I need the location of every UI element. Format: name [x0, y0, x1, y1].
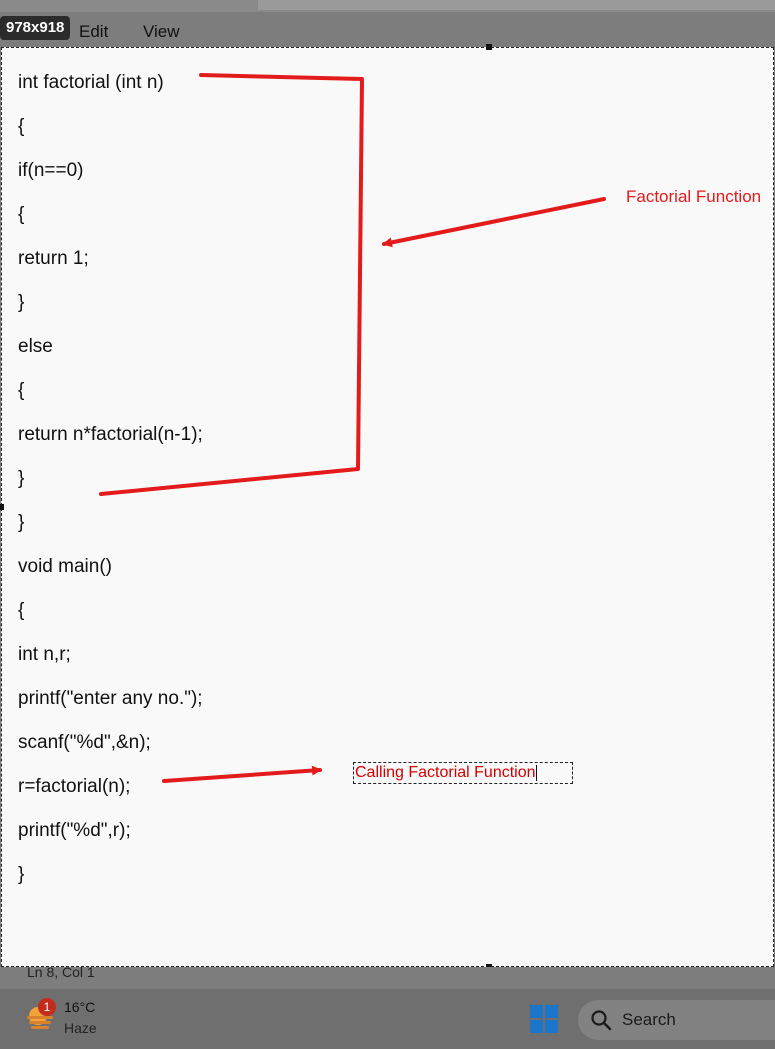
menu-bar: Edit View: [0, 12, 775, 48]
code-line: else: [18, 336, 53, 357]
weather-condition[interactable]: Haze: [64, 1020, 97, 1036]
windows-start-icon[interactable]: [530, 1005, 559, 1034]
code-line: }: [18, 292, 25, 313]
weather-temperature[interactable]: 16°C: [64, 999, 96, 1015]
code-line: }: [18, 468, 25, 489]
text-caret: [535, 764, 537, 781]
code-line: if(n==0): [18, 160, 84, 181]
calling-function-textbox[interactable]: Calling Factorial Function: [353, 762, 573, 784]
code-line: }: [18, 512, 25, 533]
code-line: int factorial (int n): [18, 72, 164, 93]
code-line: printf("enter any no.");: [18, 688, 203, 709]
code-line: printf("%d",r);: [18, 820, 131, 841]
menu-edit[interactable]: Edit: [79, 22, 109, 41]
search-label: Search: [622, 1010, 676, 1029]
resize-handle-top[interactable]: [486, 44, 492, 50]
window-top-strip: [0, 0, 775, 12]
code-line: int n,r;: [18, 644, 71, 665]
calling-function-label: Calling Factorial Function: [355, 764, 536, 781]
code-line: {: [18, 116, 25, 137]
notification-badge: 1: [38, 998, 56, 1016]
code-line: {: [18, 204, 25, 225]
code-line: void main(): [18, 556, 112, 577]
resize-handle-left[interactable]: [0, 504, 4, 510]
code-line: r=factorial(n);: [18, 776, 131, 797]
menu-view[interactable]: View: [143, 22, 180, 41]
taskbar-search-box[interactable]: [578, 1000, 775, 1040]
code-line: {: [18, 380, 25, 401]
search-icon: [591, 1010, 612, 1031]
status-bar: Ln 8, Col 1: [0, 964, 775, 989]
tab-bar: [258, 0, 775, 10]
selection-size-badge: 978x918: [0, 16, 71, 40]
code-line: return n*factorial(n-1);: [18, 424, 203, 445]
code-line: {: [18, 600, 25, 621]
code-line: }: [18, 864, 25, 885]
factorial-function-label: Factorial Function: [626, 187, 762, 206]
code-line: scanf("%d",&n);: [18, 732, 151, 753]
cursor-position: Ln 8, Col 1: [27, 964, 95, 980]
code-line: return 1;: [18, 248, 89, 269]
